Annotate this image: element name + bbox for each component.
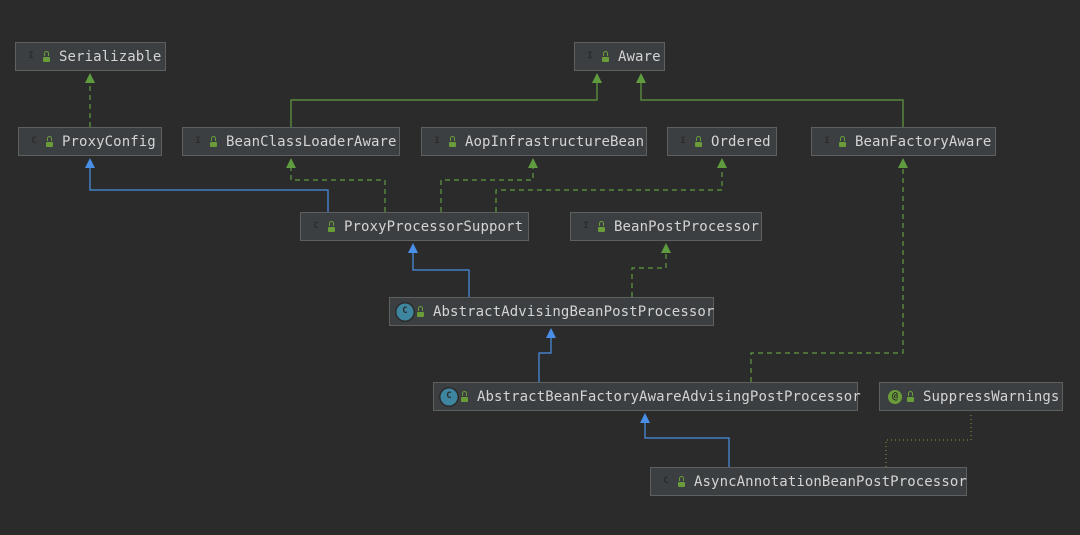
arrow-head — [85, 73, 95, 83]
node-label: BeanPostProcessor — [614, 218, 759, 235]
edge-line — [412, 253, 470, 297]
node-asyncannotationbeanpostprocessor[interactable]: C AsyncAnnotationBeanPostProcessor — [650, 467, 967, 496]
public-lock-icon — [327, 221, 336, 232]
class-icon: C — [663, 476, 669, 486]
public-lock-icon — [45, 136, 54, 147]
public-lock-icon — [42, 51, 51, 62]
edge-line — [640, 83, 904, 127]
arrow-head — [640, 413, 650, 423]
edge-abstractbeanfactoryawareadvisingpostprocessor-to-beanfactoryaware — [750, 158, 908, 382]
node-label: Ordered — [711, 133, 771, 150]
node-abstractadvisingbeanpostprocessor[interactable]: C AbstractAdvisingBeanPostProcessor — [389, 297, 714, 326]
public-lock-icon — [906, 391, 915, 402]
node-serializable[interactable]: I Serializable — [15, 42, 166, 71]
arrow-head — [717, 158, 727, 168]
node-proxyprocessorsupport[interactable]: C ProxyProcessorSupport — [300, 212, 529, 241]
edge-abstractadvisingbeanpostprocessor-to-beanpostprocessor — [631, 243, 671, 297]
edge-line — [89, 168, 329, 212]
node-label: Aware — [618, 48, 661, 65]
node-proxyconfig[interactable]: C ProxyConfig — [18, 127, 162, 156]
node-label: BeanClassLoaderAware — [226, 133, 397, 150]
interface-icon: I — [824, 136, 830, 146]
edge-line — [750, 168, 904, 382]
public-lock-icon — [597, 221, 606, 232]
edge-proxyprocessorsupport-to-aopinfrastructurebean — [440, 158, 538, 212]
node-suppresswarnings[interactable]: @ SuppressWarnings — [879, 382, 1063, 411]
edge-beanclassloaderaware-to-aware — [290, 73, 602, 127]
abstract-class-icon: C — [442, 389, 456, 404]
node-label: Serializable — [59, 48, 162, 65]
public-lock-icon — [677, 476, 686, 487]
node-label: BeanFactoryAware — [855, 133, 992, 150]
public-lock-icon — [838, 136, 847, 147]
interface-icon: I — [680, 136, 686, 146]
edge-proxyconfig-to-serializable — [85, 73, 95, 127]
node-label: AsyncAnnotationBeanPostProcessor — [694, 473, 967, 490]
arrow-head — [408, 243, 418, 253]
interface-icon: I — [434, 136, 440, 146]
edge-abstractbeanfactoryawareadvisingpostprocessor-to-abstractadvisingbeanpostprocessor — [538, 328, 556, 382]
abstract-class-icon: C — [398, 304, 412, 319]
node-beanclassloaderaware[interactable]: I BeanClassLoaderAware — [182, 127, 400, 156]
interface-icon: I — [583, 221, 589, 231]
public-lock-icon — [209, 136, 218, 147]
arrow-head — [592, 73, 602, 83]
node-aware[interactable]: I Aware — [574, 42, 665, 71]
class-icon: C — [31, 136, 37, 146]
edge-proxyprocessorsupport-to-proxyconfig — [85, 158, 329, 212]
public-lock-icon — [601, 51, 610, 62]
interface-icon: I — [195, 136, 201, 146]
public-lock-icon — [460, 391, 469, 402]
arrow-head — [528, 158, 538, 168]
node-aopinfrastructurebean[interactable]: I AopInfrastructureBean — [421, 127, 647, 156]
edge-line — [631, 253, 667, 297]
arrow-head — [85, 158, 95, 168]
node-label: SuppressWarnings — [923, 388, 1060, 405]
annotation-icon: @ — [888, 389, 902, 404]
edge-beanfactoryaware-to-aware — [636, 73, 904, 127]
public-lock-icon — [416, 306, 425, 317]
interface-icon: I — [587, 51, 593, 61]
edge-line — [538, 338, 552, 382]
public-lock-icon — [448, 136, 457, 147]
node-label: ProxyProcessorSupport — [344, 218, 524, 235]
arrow-head — [546, 328, 556, 338]
node-label: ProxyConfig — [62, 133, 156, 150]
edge-line — [290, 83, 598, 127]
edge-asyncannotationbeanpostprocessor-to-suppresswarnings — [885, 413, 972, 467]
edge-line — [290, 168, 386, 212]
node-ordered[interactable]: I Ordered — [667, 127, 777, 156]
arrow-head — [898, 158, 908, 168]
edge-proxyprocessorsupport-to-ordered — [495, 158, 727, 212]
public-lock-icon — [694, 136, 703, 147]
edge-proxyprocessorsupport-to-beanclassloaderaware — [286, 158, 386, 212]
edge-asyncannotationbeanpostprocessor-to-abstractbeanfactoryawareadvisingpostprocessor — [640, 413, 730, 467]
edge-line — [885, 413, 972, 467]
node-label: AbstractBeanFactoryAwareAdvisingPostProc… — [477, 388, 861, 405]
edge-line — [440, 168, 534, 212]
edge-line — [495, 168, 723, 212]
edge-abstractadvisingbeanpostprocessor-to-proxyprocessorsupport — [408, 243, 470, 297]
arrow-head — [661, 243, 671, 253]
node-beanpostprocessor[interactable]: I BeanPostProcessor — [570, 212, 762, 241]
node-label: AbstractAdvisingBeanPostProcessor — [433, 303, 715, 320]
node-abstractbeanfactoryawareadvisingpostprocessor[interactable]: C AbstractBeanFactoryAwareAdvisingPostPr… — [433, 382, 861, 411]
arrow-head — [286, 158, 296, 168]
class-icon: C — [313, 221, 319, 231]
arrow-head — [636, 73, 646, 83]
node-label: AopInfrastructureBean — [465, 133, 645, 150]
edge-line — [644, 423, 730, 467]
node-beanfactoryaware[interactable]: I BeanFactoryAware — [811, 127, 996, 156]
interface-icon: I — [28, 51, 34, 61]
